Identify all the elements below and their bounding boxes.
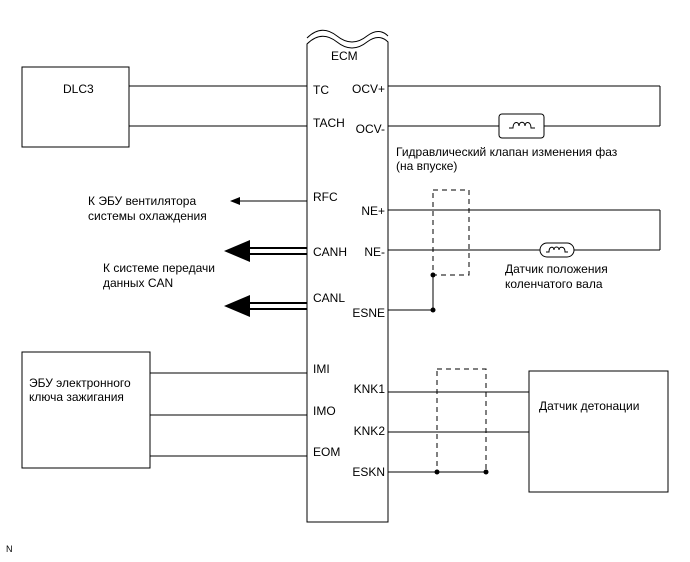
pin-ocv-plus: OCV+ xyxy=(352,82,385,96)
rfc-fan-signal: К ЭБУ вентилятора системы охлаждения xyxy=(88,194,307,223)
ocv-label-line1: Гидравлический клапан изменения фаз xyxy=(396,145,618,159)
pin-imi: IMI xyxy=(313,362,330,376)
pin-eom: EOM xyxy=(313,445,340,459)
pin-canl: CANL xyxy=(313,291,345,305)
pin-knk1: KNK1 xyxy=(354,382,386,396)
crank-shield xyxy=(432,189,470,276)
fan-label-line2: системы охлаждения xyxy=(88,209,207,223)
double-line-arrow-icon xyxy=(224,240,307,262)
coil-sensor-icon xyxy=(539,242,575,258)
dlc3-label: DLC3 xyxy=(63,82,94,96)
dlc3-connector: DLC3 xyxy=(21,66,307,148)
pin-ne-plus: NE+ xyxy=(361,204,385,218)
arrow-left-icon xyxy=(230,197,240,205)
knock-sensor-circuit: Датчик детонации xyxy=(388,368,669,493)
ecm-left-pins: TC TACH RFC CANH CANL IMI IMO EOM xyxy=(313,83,347,459)
pin-tc: TC xyxy=(313,83,329,97)
pin-tach: TACH xyxy=(313,116,345,130)
pin-ne-minus: NE- xyxy=(364,245,385,259)
crank-label-line2: коленчатого вала xyxy=(505,277,603,291)
ecm-unit: ECM xyxy=(306,29,389,523)
ecm-right-pins: OCV+ OCV- NE+ NE- ESNE KNK1 KNK2 ESKN xyxy=(352,82,385,479)
knock-shield xyxy=(436,368,487,473)
ocv-circuit: Гидравлический клапан изменения фаз (на … xyxy=(388,85,661,173)
immobiliser-ecu: ЭБУ электронного ключа зажигания xyxy=(21,351,307,469)
immobiliser-label-line2: ключа зажигания xyxy=(29,390,124,404)
can-label-line1: К системе передачи xyxy=(103,261,215,275)
ocv-label-line2: (на впуске) xyxy=(396,159,457,173)
pin-eskn: ESKN xyxy=(352,465,385,479)
crank-label-line1: Датчик положения xyxy=(505,262,608,276)
crank-sensor-circuit: Датчик положения коленчатого вала xyxy=(388,189,661,313)
solenoid-coil-icon xyxy=(498,113,545,139)
ecm-label: ECM xyxy=(331,49,358,63)
can-label-line2: данных CAN xyxy=(103,276,173,290)
corner-mark: N xyxy=(6,544,13,554)
pin-ocv-minus: OCV- xyxy=(356,122,385,136)
pin-canh: CANH xyxy=(313,245,347,259)
can-lines: К системе передачи данных CAN xyxy=(103,240,307,317)
pin-imo: IMO xyxy=(313,404,336,418)
immobiliser-label-line1: ЭБУ электронного xyxy=(29,376,131,390)
fan-label-line1: К ЭБУ вентилятора xyxy=(88,194,196,208)
knock-sensor-label: Датчик детонации xyxy=(539,399,639,413)
double-line-arrow-icon xyxy=(224,295,307,317)
pin-esne: ESNE xyxy=(352,306,385,320)
pin-knk2: KNK2 xyxy=(354,424,386,438)
pin-rfc: RFC xyxy=(313,190,338,204)
